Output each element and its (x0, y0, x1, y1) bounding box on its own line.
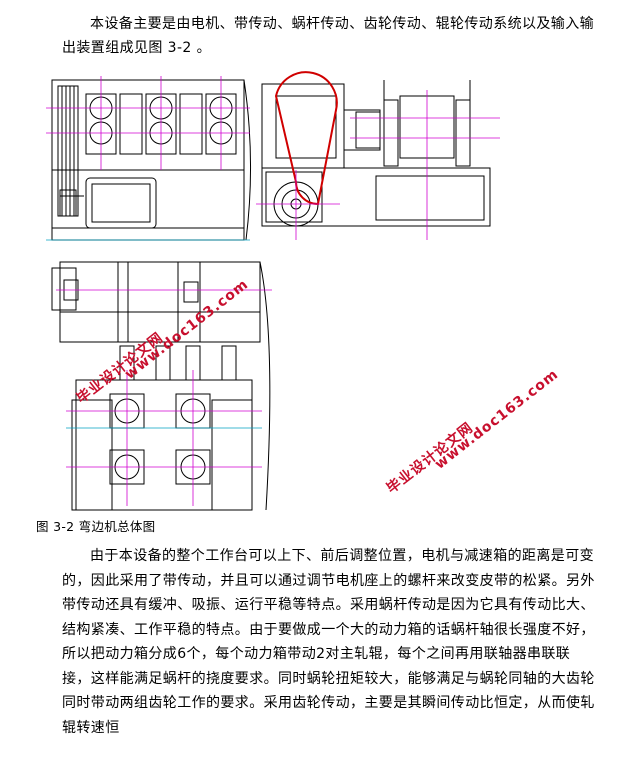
intro-paragraph: 本设备主要是由电机、带传动、蜗杆传动、齿轮传动、辊轮传动系统以及输入输出装置组成… (62, 16, 594, 56)
centerlines (46, 76, 500, 506)
figure-caption: 图 3-2 弯边机总体图 (36, 519, 156, 534)
dimension-lines (46, 239, 262, 429)
body-paragraph: 由于本设备的整个工作台可以上下、前后调整位置，电机与减速箱的距离是可变的，因此采… (62, 548, 595, 736)
drive-belt (274, 71, 338, 206)
